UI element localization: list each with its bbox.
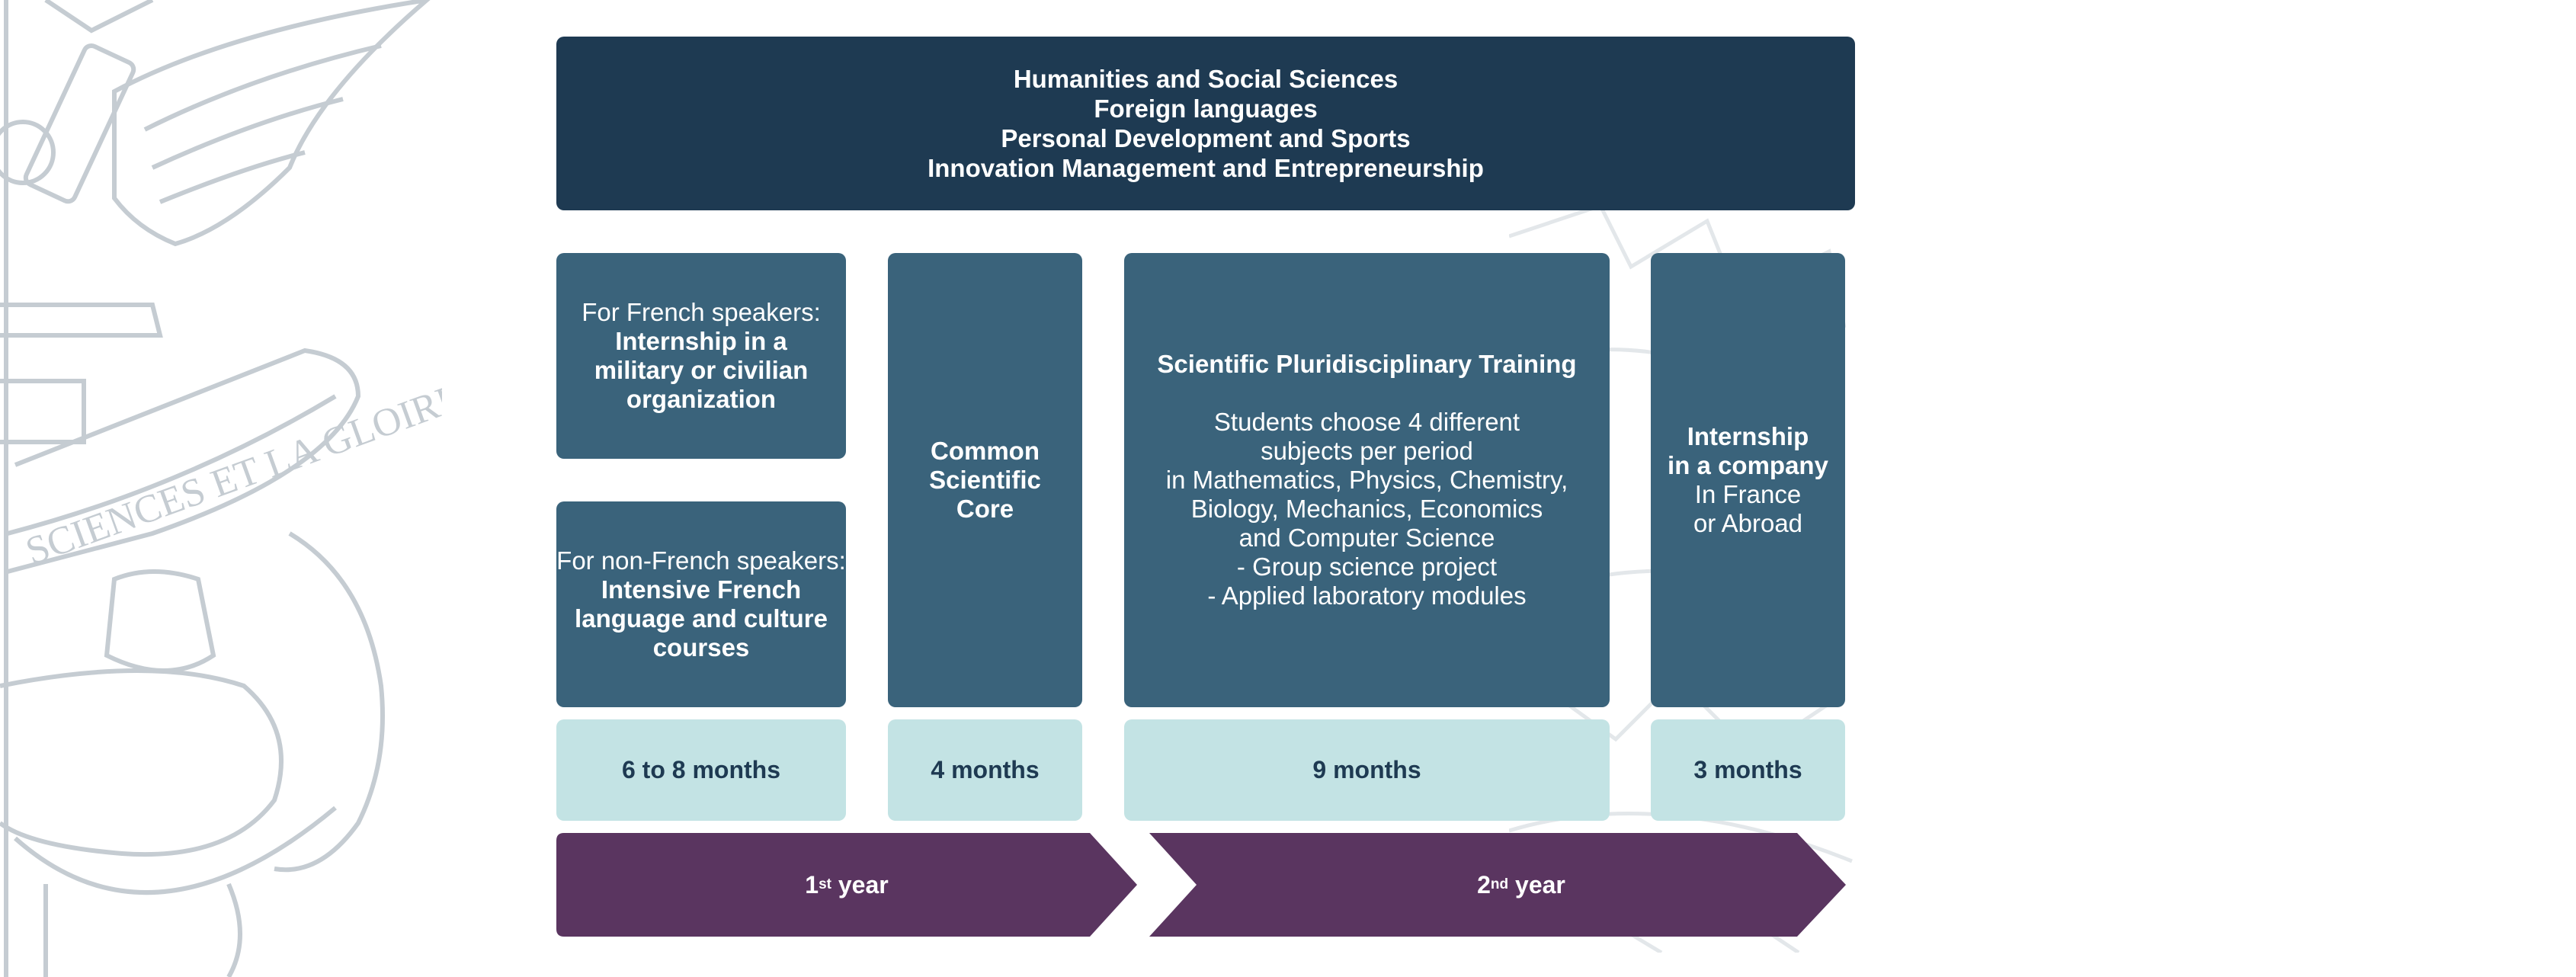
pluridisciplinary-line: Biology, Mechanics, Economics: [1190, 495, 1543, 523]
common-scientific-core-block: Common Scientific Core: [888, 253, 1082, 707]
duration-6-to-8-months: 6 to 8 months: [556, 719, 846, 821]
company-internship-line-4: or Abroad: [1693, 509, 1803, 537]
duration-9-months: 9 months: [1124, 719, 1610, 821]
french-speakers-title: Internship in a military or civilian org…: [594, 327, 809, 413]
first-year-arrow: [556, 833, 1137, 937]
pluridisciplinary-line: subjects per period: [1261, 437, 1473, 465]
year-arrows: [556, 833, 1846, 937]
pluridisciplinary-line: and Computer Science: [1238, 524, 1495, 552]
pluridisciplinary-training-block: Scientific Pluridisciplinary Training St…: [1124, 253, 1610, 707]
first-year-suffix: st: [819, 876, 831, 892]
company-internship-block: Internship in a company In France or Abr…: [1651, 253, 1845, 707]
pluridisciplinary-line: Students choose 4 different: [1213, 408, 1520, 436]
non-french-speakers-intro: For non-French speakers:: [556, 546, 846, 575]
company-internship-title-2: in a company: [1668, 451, 1828, 479]
first-year-number: 1: [805, 870, 819, 899]
non-french-speakers-block: For non-French speakers: Intensive Frenc…: [556, 501, 846, 707]
duration-3-months: 3 months: [1651, 719, 1845, 821]
second-year-suffix: nd: [1490, 876, 1509, 892]
duration-4-months: 4 months: [888, 719, 1082, 821]
second-year-word: year: [1515, 870, 1565, 899]
common-core-title: Common Scientific Core: [929, 437, 1041, 523]
header-line-personal-development: Personal Development and Sports: [1001, 124, 1411, 152]
general-education-block: Humanities and Social Sciences Foreign l…: [556, 37, 1855, 210]
header-line-humanities: Humanities and Social Sciences: [1013, 65, 1399, 93]
pluridisciplinary-line: in Mathematics, Physics, Chemistry,: [1165, 466, 1568, 494]
pluridisciplinary-line: - Group science project: [1236, 553, 1498, 581]
second-year-arrow: [1149, 833, 1846, 937]
company-internship-title-1: Internship: [1687, 422, 1809, 450]
company-internship-line-3: In France: [1694, 480, 1802, 508]
pluridisciplinary-title: Scientific Pluridisciplinary Training: [1157, 350, 1577, 378]
header-line-languages: Foreign languages: [1094, 94, 1318, 123]
non-french-speakers-title: Intensive French language and culture co…: [575, 575, 828, 661]
second-year-number: 2: [1477, 870, 1491, 899]
header-line-innovation: Innovation Management and Entrepreneursh…: [928, 154, 1484, 182]
pluridisciplinary-line: - Applied laboratory modules: [1207, 581, 1527, 610]
first-year-word: year: [838, 870, 889, 899]
french-speakers-block: For French speakers: Internship in a mil…: [556, 253, 846, 459]
school-crest-watermark: SCIENCES ET LA GLOIRE: [0, 0, 442, 977]
french-speakers-intro: For French speakers:: [582, 298, 821, 326]
